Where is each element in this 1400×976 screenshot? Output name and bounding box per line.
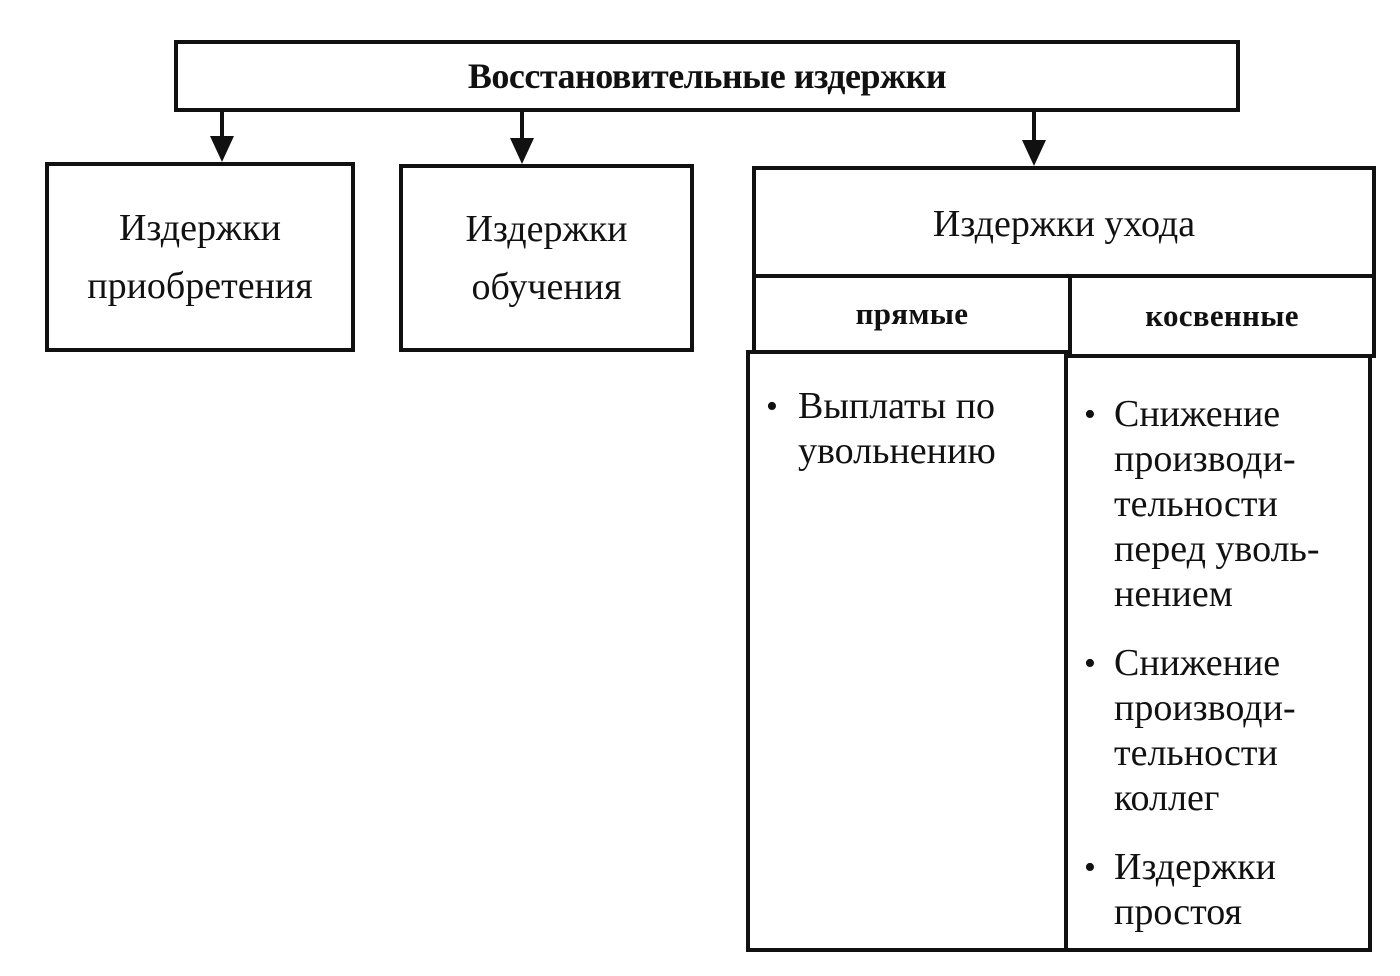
direct-costs-column: • Выплаты по увольнению: [746, 350, 1068, 952]
indirect-costs-column: • Снижение производи- тельности перед ув…: [1064, 354, 1372, 952]
acquisition-costs-node: Издержки приобретения: [45, 162, 355, 352]
root-node: Восстановительные издержки: [174, 40, 1240, 112]
training-costs-label-line1: Издержки: [465, 208, 628, 250]
direct-costs-header-label: прямые: [855, 296, 969, 331]
training-costs-node: Издержки обучения: [399, 164, 694, 352]
direct-costs-header: прямые: [752, 274, 1072, 354]
exit-costs-node: Издержки ухода: [752, 166, 1376, 278]
bullet-icon: •: [1084, 645, 1096, 682]
arrow-to-exit: [1022, 112, 1046, 166]
list-item: • Снижение производи- тельности коллег: [1084, 642, 1296, 819]
training-costs-label-line2: обучения: [471, 266, 622, 308]
bullet-icon: •: [1084, 396, 1096, 433]
acquisition-costs-label-line2: приобретения: [87, 265, 313, 307]
acquisition-costs-label-line1: Издержки: [118, 207, 282, 249]
bullet-icon: •: [1084, 849, 1096, 886]
direct-costs-list: • Выплаты по увольнению: [750, 354, 1064, 474]
indirect-costs-header: косвенные: [1068, 274, 1376, 358]
bullet-icon: •: [766, 388, 778, 425]
indirect-costs-header-label: косвенные: [1145, 298, 1299, 333]
arrow-to-training: [510, 112, 534, 164]
indirect-costs-list: • Снижение производи- тельности перед ув…: [1068, 358, 1368, 935]
root-node-label: Восстановительные издержки: [467, 56, 947, 96]
arrow-to-acquisition: [210, 112, 234, 162]
list-item: • Снижение производи- тельности перед ув…: [1084, 393, 1320, 615]
exit-costs-label: Издержки ухода: [932, 203, 1196, 245]
list-item: • Выплаты по увольнению: [766, 385, 996, 472]
list-item: • Издержки простоя: [1084, 846, 1277, 933]
